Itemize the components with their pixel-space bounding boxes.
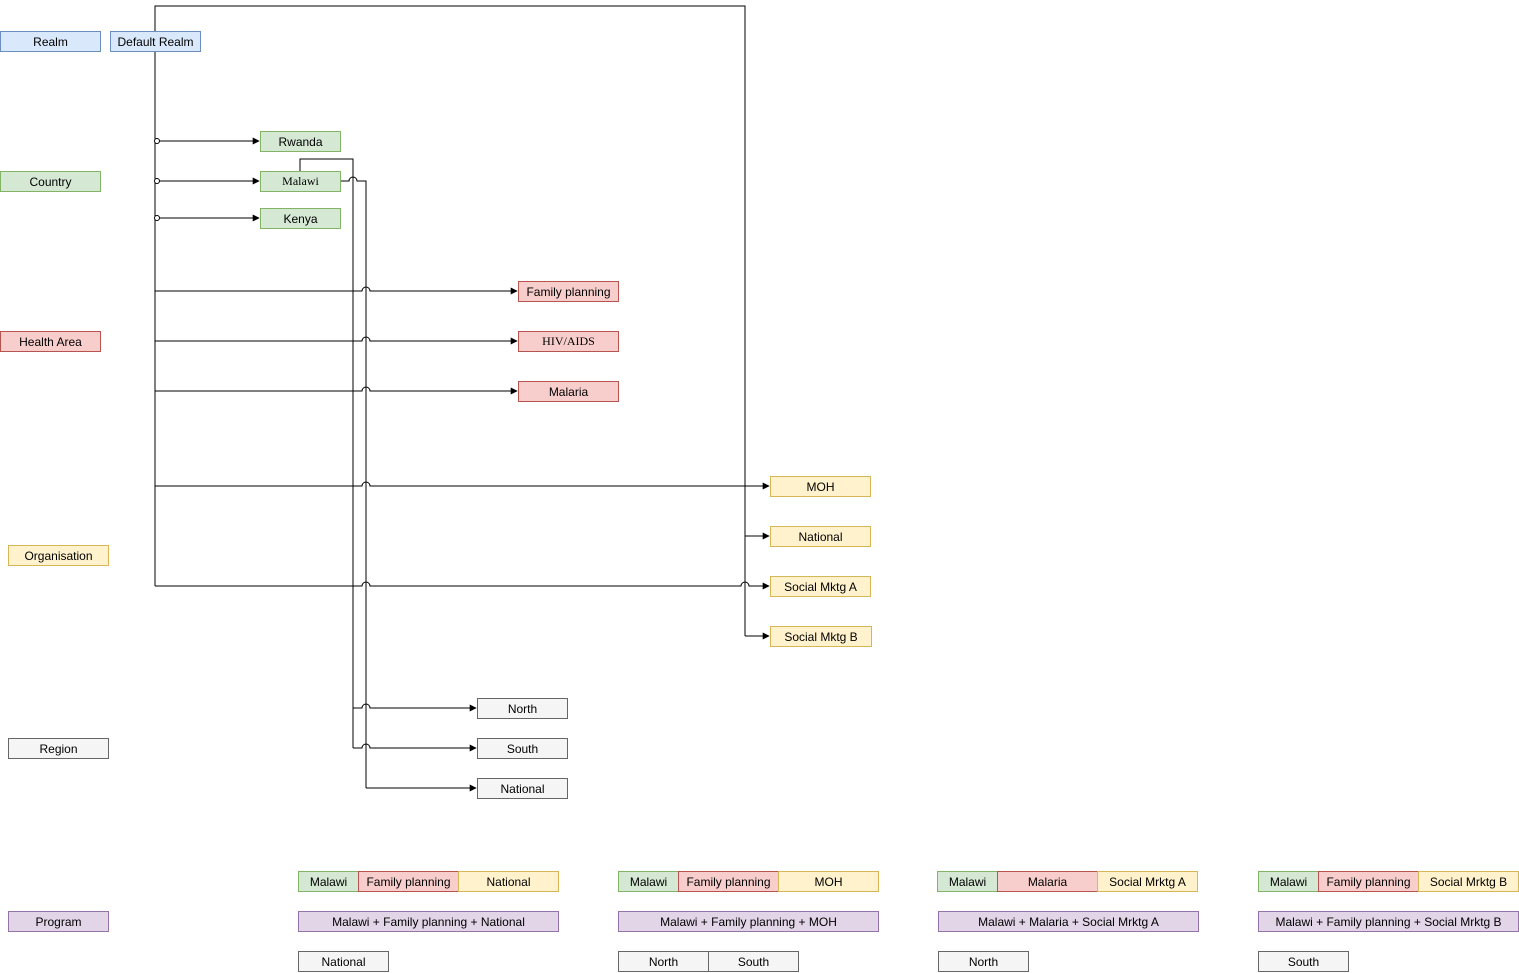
program-1-organisation[interactable]: National [458,871,559,892]
start-marker-rwanda [154,138,160,144]
program-2-health-area[interactable]: Family planning [678,871,779,892]
program-1-country[interactable]: Malawi [298,871,359,892]
program-3-country[interactable]: Malawi [937,871,998,892]
connector-malawi-south [353,743,477,752]
program-2-organisation[interactable]: MOH [778,871,879,892]
country-malawi[interactable]: Malawi [260,171,341,192]
start-marker-malawi [154,178,160,184]
program-1-region-national[interactable]: National [298,951,389,972]
connector-realm-family-planning [155,286,518,295]
level-country[interactable]: Country [0,171,101,192]
level-organisation[interactable]: Organisation [8,545,109,566]
realm-default-realm[interactable]: Default Realm [110,31,201,52]
region-south[interactable]: South [477,738,568,759]
health-area-hiv-aids[interactable]: HIV/AIDS [518,331,619,352]
level-region[interactable]: Region [8,738,109,759]
region-north[interactable]: North [477,698,568,719]
program-1-name[interactable]: Malawi + Family planning + National [298,911,559,932]
level-health-area[interactable]: Health Area [0,331,101,352]
realm-top-loop-line [154,5,746,636]
program-3-organisation[interactable]: Social Mrktg A [1097,871,1198,892]
malawi-branch-b-line [341,176,367,788]
organisation-social-mktg-a[interactable]: Social Mktg A [770,576,871,597]
connector-realm-social-mktg-a [155,581,770,590]
malawi-branch-a-line [299,158,354,748]
program-4-organisation[interactable]: Social Mrktg B [1418,871,1519,892]
start-marker-kenya [154,215,160,221]
connector-realm-hiv-aids [155,336,518,345]
level-realm[interactable]: Realm [0,31,101,52]
level-program[interactable]: Program [8,911,109,932]
program-2-region-north[interactable]: North [618,951,709,972]
program-4-region-south[interactable]: South [1258,951,1349,972]
organisation-moh[interactable]: MOH [770,476,871,497]
country-kenya[interactable]: Kenya [260,208,341,229]
program-4-name[interactable]: Malawi + Family planning + Social Mrktg … [1258,911,1519,932]
program-4-country[interactable]: Malawi [1258,871,1319,892]
program-1-health-area[interactable]: Family planning [358,871,459,892]
health-area-family-planning[interactable]: Family planning [518,281,619,302]
organisation-social-mktg-b[interactable]: Social Mktg B [770,626,872,647]
program-2-region-south[interactable]: South [708,951,799,972]
connector-realm-malaria [155,386,518,395]
program-2-name[interactable]: Malawi + Family planning + MOH [618,911,879,932]
organisation-national[interactable]: National [770,526,871,547]
region-national[interactable]: National [477,778,568,799]
program-3-health-area[interactable]: Malaria [997,871,1098,892]
program-4-health-area[interactable]: Family planning [1318,871,1419,892]
connector-malawi-north [353,703,477,712]
country-rwanda[interactable]: Rwanda [260,131,341,152]
program-3-region-north[interactable]: North [938,951,1029,972]
connector-realm-moh [155,481,770,490]
health-area-malaria[interactable]: Malaria [518,381,619,402]
program-2-country[interactable]: Malawi [618,871,679,892]
program-3-name[interactable]: Malawi + Malaria + Social Mrktg A [938,911,1199,932]
